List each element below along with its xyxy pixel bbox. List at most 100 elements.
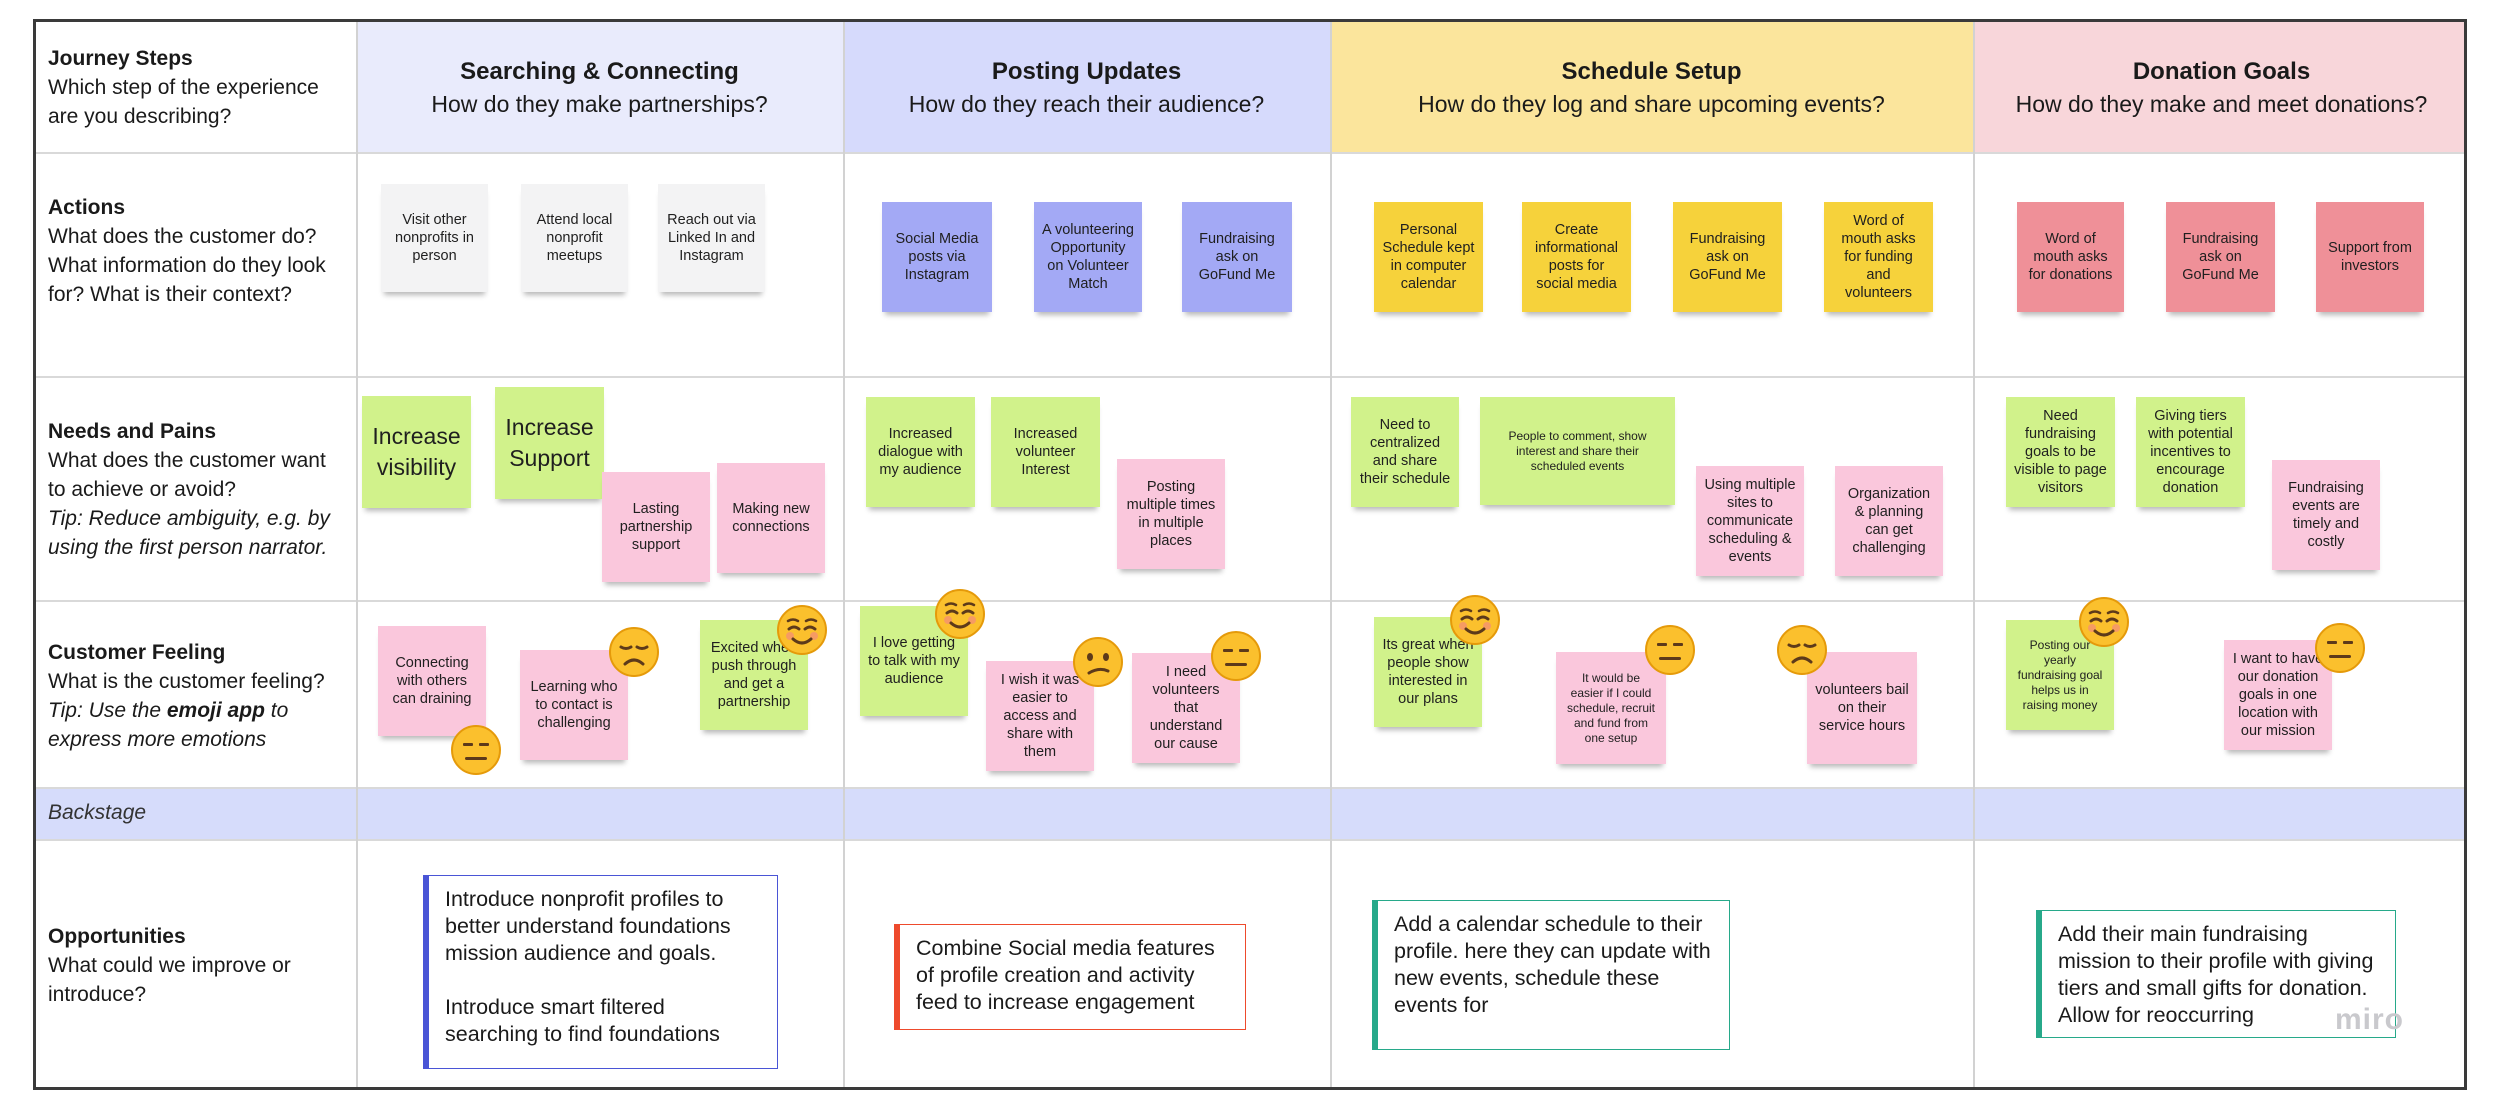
sticky-note-need[interactable]: Need fundraising goals to be visible to … <box>2006 397 2115 507</box>
row-label-opportunities: Opportunities What could we improve or i… <box>48 922 328 1009</box>
opportunity-card[interactable]: Introduce nonprofit profiles to better u… <box>423 875 778 1069</box>
col-divider <box>1330 22 1332 1087</box>
sticky-note-need[interactable]: Increased volunteer Interest <box>991 397 1100 507</box>
row-label-customer-feeling: Customer Feeling What is the customer fe… <box>48 638 348 754</box>
sticky-note-pain[interactable]: Posting multiple times in multiple place… <box>1117 459 1225 569</box>
sticky-note-action[interactable]: Personal Schedule kept in computer calen… <box>1374 202 1483 312</box>
sticky-note-feeling[interactable]: I wish it was easier to access and share… <box>986 661 1094 771</box>
opportunity-text: Introduce nonprofit profiles to better u… <box>445 887 731 965</box>
opportunity-card[interactable]: Add a calendar schedule to their profile… <box>1372 900 1730 1050</box>
opportunity-card[interactable]: Combine Social media features of profile… <box>894 924 1246 1030</box>
row-divider <box>36 600 2464 602</box>
sad-face-icon[interactable] <box>608 626 660 678</box>
backstage-band <box>36 787 2464 839</box>
neutral-face-icon[interactable] <box>1644 624 1696 676</box>
row-desc: What does the customer want to achieve o… <box>48 449 326 501</box>
row-divider <box>36 152 2464 154</box>
col1-header-bg <box>356 22 843 152</box>
sticky-note-action[interactable]: Fundraising ask on GoFund Me <box>2166 202 2275 312</box>
column-title: Posting Updates <box>991 58 1182 85</box>
column-title: Donation Goals <box>2132 58 2311 85</box>
sticky-note-need[interactable]: Need to centralized and share their sche… <box>1351 397 1459 507</box>
row-title: Needs and Pains <box>48 420 217 443</box>
sticky-note-feeling[interactable]: Learning who to contact is challenging <box>520 650 628 760</box>
sticky-note-pain[interactable]: Using multiple sites to communicate sche… <box>1696 466 1804 576</box>
sticky-note-action[interactable]: A volunteering Opportunity on Volunteer … <box>1034 202 1142 312</box>
smiling-face-icon[interactable] <box>776 604 828 656</box>
row-title: Customer Feeling <box>48 641 226 664</box>
row-label-actions: Actions What does the customer do? What … <box>48 193 348 309</box>
sticky-note-action[interactable]: Fundraising ask on GoFund Me <box>1182 202 1292 312</box>
sticky-note-need[interactable]: Giving tiers with potential incentives t… <box>2136 397 2245 507</box>
opportunity-text: Add a calendar schedule to their profile… <box>1394 912 1711 1017</box>
sticky-note-need[interactable]: Increased dialogue with my audience <box>866 397 975 507</box>
col3-header-bg <box>1330 22 1973 152</box>
column-header-searching-connecting: Searching & Connecting How do they make … <box>356 56 843 120</box>
sticky-note-feeling[interactable]: Excited when push through and get a part… <box>700 620 808 730</box>
emoji-app-link[interactable]: emoji app <box>166 699 265 722</box>
opportunity-text: Add their main fundraising mission to th… <box>2058 922 2374 1027</box>
column-question: How do they log and share upcoming event… <box>1418 91 1885 117</box>
confused-face-icon[interactable] <box>1072 636 1124 688</box>
column-question: How do they reach their audience? <box>908 91 1265 117</box>
neutral-face-icon[interactable] <box>1210 630 1262 682</box>
sticky-note-action[interactable]: Create informational posts for social me… <box>1522 202 1631 312</box>
sticky-note-feeling[interactable]: Connecting with others can draining <box>378 626 486 736</box>
sticky-note-action[interactable]: Attend local nonprofit meetups <box>521 184 628 292</box>
neutral-face-icon[interactable] <box>450 724 502 776</box>
opportunity-card[interactable]: Add their main fundraising mission to th… <box>2036 910 2396 1038</box>
smiling-face-icon[interactable] <box>934 588 986 640</box>
col-divider <box>843 22 845 1087</box>
sticky-note-pain[interactable]: Organization & planning can get challeng… <box>1835 466 1943 576</box>
row-divider <box>36 787 2464 789</box>
row-tip: Tip: Reduce ambiguity, e.g. by using the… <box>48 507 330 559</box>
row-divider <box>36 839 2464 841</box>
sticky-note-action[interactable]: Reach out via Linked In and Instagram <box>658 184 765 292</box>
row-title: Journey Steps <box>48 47 193 70</box>
row-desc: What does the customer do? What informat… <box>48 225 326 306</box>
sticky-note-action[interactable]: Visit other nonprofits in person <box>381 184 488 292</box>
col2-header-bg <box>843 22 1330 152</box>
row-title: Actions <box>48 196 126 219</box>
sticky-note-action[interactable]: Fundraising ask on GoFund Me <box>1673 202 1782 312</box>
sticky-note-need[interactable]: People to comment, show interest and sha… <box>1480 397 1675 505</box>
sticky-note-action[interactable]: Social Media posts via Instagram <box>882 202 992 312</box>
sad-face-icon[interactable] <box>1776 624 1828 676</box>
row-label-journey-steps: Journey Steps Which step of the experien… <box>48 44 338 131</box>
sticky-note-action[interactable]: Support from investors <box>2316 202 2424 312</box>
sticky-note-pain[interactable]: Fundraising events are timely and costly <box>2272 460 2380 570</box>
sticky-note-feeling[interactable]: It would be easier if I could schedule, … <box>1556 652 1666 764</box>
row-desc: What could we improve or introduce? <box>48 954 291 1006</box>
row-desc: Which step of the experience are you des… <box>48 76 319 128</box>
journey-map-board: Journey Steps Which step of the experien… <box>33 19 2467 1090</box>
sticky-note-pain[interactable]: Lasting partnership support <box>602 472 710 582</box>
sticky-note-action[interactable]: Word of mouth asks for funding and volun… <box>1824 202 1933 312</box>
miro-watermark: miro <box>2334 1003 2404 1036</box>
row-title: Opportunities <box>48 925 186 948</box>
row-divider <box>36 376 2464 378</box>
col-divider <box>1973 22 1975 1087</box>
row-desc: What is the customer feeling? <box>48 670 325 693</box>
opportunity-text: Introduce smart filtered searching to fi… <box>445 995 720 1046</box>
sticky-note-action[interactable]: Word of mouth asks for donations <box>2017 202 2124 312</box>
column-question: How do they make partnerships? <box>431 91 768 117</box>
neutral-face-icon[interactable] <box>2314 622 2366 674</box>
column-header-schedule-setup: Schedule Setup How do they log and share… <box>1330 56 1973 120</box>
sticky-note-need[interactable]: Increase visibility <box>362 396 471 508</box>
smiling-face-icon[interactable] <box>1449 594 1501 646</box>
column-question: How do they make and meet donations? <box>2015 91 2428 117</box>
sticky-note-need[interactable]: Increase Support <box>495 387 604 499</box>
column-header-donation-goals: Donation Goals How do they make and meet… <box>1973 56 2464 120</box>
row-label-backstage: Backstage <box>48 801 147 824</box>
tip-text: to express more emotions <box>48 699 289 751</box>
row-label-needs-and-pains: Needs and Pains What does the customer w… <box>48 417 348 562</box>
opportunity-text: Combine Social media features of profile… <box>916 936 1215 1014</box>
row-tip: Tip: Use the emoji app to express more e… <box>48 696 348 754</box>
column-header-posting-updates: Posting Updates How do they reach their … <box>843 56 1330 120</box>
smiling-face-icon[interactable] <box>2078 596 2130 648</box>
sticky-note-pain[interactable]: Making new connections <box>717 463 825 573</box>
column-title: Searching & Connecting <box>460 58 739 85</box>
sticky-note-feeling[interactable]: volunteers bail on their service hours <box>1807 652 1917 764</box>
column-title: Schedule Setup <box>1561 58 1742 85</box>
sticky-note-feeling[interactable]: I want to have our donation goals in one… <box>2224 640 2332 750</box>
